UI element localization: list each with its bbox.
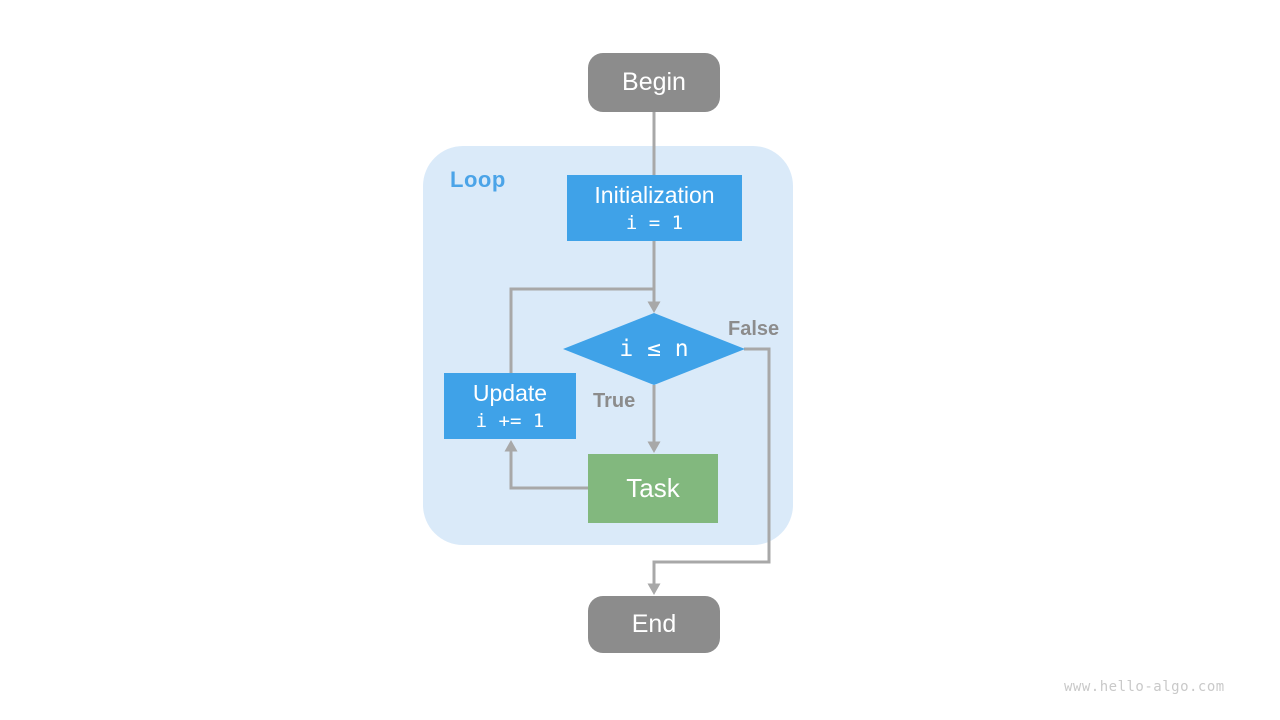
- edge-condition-false-to-end: [652, 347, 771, 585]
- edge-task-to-update: [509, 450, 589, 490]
- condition-diamond: [563, 313, 745, 385]
- arrowhead-into-condition: [647, 301, 661, 313]
- condition-label: i ≤ n: [619, 336, 689, 362]
- arrowhead-into-update: [504, 440, 518, 452]
- edge-label-true: True: [593, 390, 636, 412]
- node-initialization-label: Initialization: [594, 181, 715, 208]
- node-end-label: End: [631, 609, 677, 638]
- node-initialization: Initialization i = 1: [567, 175, 742, 241]
- node-update-label: Update: [472, 379, 548, 406]
- node-end: End: [588, 596, 720, 653]
- node-begin: Begin: [588, 53, 720, 112]
- node-initialization-code: i = 1: [625, 211, 684, 234]
- edge-update-loopback: [509, 287, 654, 374]
- node-update-code: i += 1: [475, 409, 545, 432]
- edge-label-false: False: [728, 318, 780, 340]
- arrowhead-into-task: [647, 441, 661, 453]
- node-task: Task: [588, 454, 718, 523]
- watermark: www.hello-algo.com: [1064, 679, 1225, 695]
- node-update: Update i += 1: [444, 373, 576, 439]
- arrowhead-into-end: [647, 583, 661, 595]
- loop-label: Loop: [450, 167, 506, 192]
- node-task-label: Task: [626, 473, 680, 504]
- node-begin-label: Begin: [622, 67, 686, 96]
